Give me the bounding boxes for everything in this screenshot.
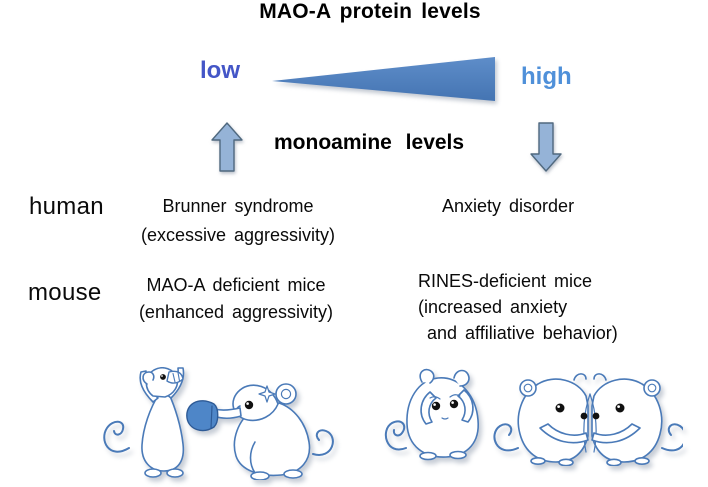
- low-label: low: [200, 57, 240, 84]
- human-high-condition: Anxiety disorder: [442, 196, 574, 217]
- mouse-high-detail-1: (increased anxiety: [418, 297, 568, 317]
- human-row-label: human: [29, 193, 104, 220]
- monoamine-label: monoamine levels: [274, 131, 465, 154]
- hugging-mice: [493, 373, 683, 466]
- page-title: MAO-A protein levels: [259, 0, 481, 23]
- mouse-high-title: RINES-deficient mice: [418, 271, 593, 291]
- mouse-high-detail-2: and affiliative behavior): [427, 323, 618, 343]
- human-low-title: Brunner syndrome: [162, 196, 314, 216]
- mouse-row-label: mouse: [28, 279, 102, 306]
- fighting-mice-illustration: [103, 367, 334, 480]
- gradient-wedge-icon: [272, 57, 495, 101]
- mouse-low-condition: MAO-A deficient mice (enhanced aggressiv…: [116, 272, 356, 326]
- down-arrow-icon: [530, 122, 562, 172]
- punching-mouse: [186, 383, 334, 480]
- high-label: high: [521, 63, 572, 90]
- aggressive-mouse: [103, 367, 185, 478]
- up-arrow-icon: [211, 122, 243, 172]
- mouse-low-title: MAO-A deficient mice: [146, 275, 326, 295]
- boxing-glove-icon: [186, 400, 219, 432]
- anxious-and-hugging-mice-illustration: [384, 368, 683, 466]
- human-low-detail: (excessive aggressivity): [140, 225, 336, 245]
- human-low-condition: Brunner syndrome (excessive aggressivity…: [122, 192, 354, 250]
- anxious-mouse: [384, 368, 479, 461]
- mouse-low-detail: (enhanced aggressivity): [138, 302, 334, 322]
- human-high-title: Anxiety disorder: [442, 196, 575, 216]
- mouse-high-condition: RINES-deficient mice (increased anxiety …: [418, 268, 618, 346]
